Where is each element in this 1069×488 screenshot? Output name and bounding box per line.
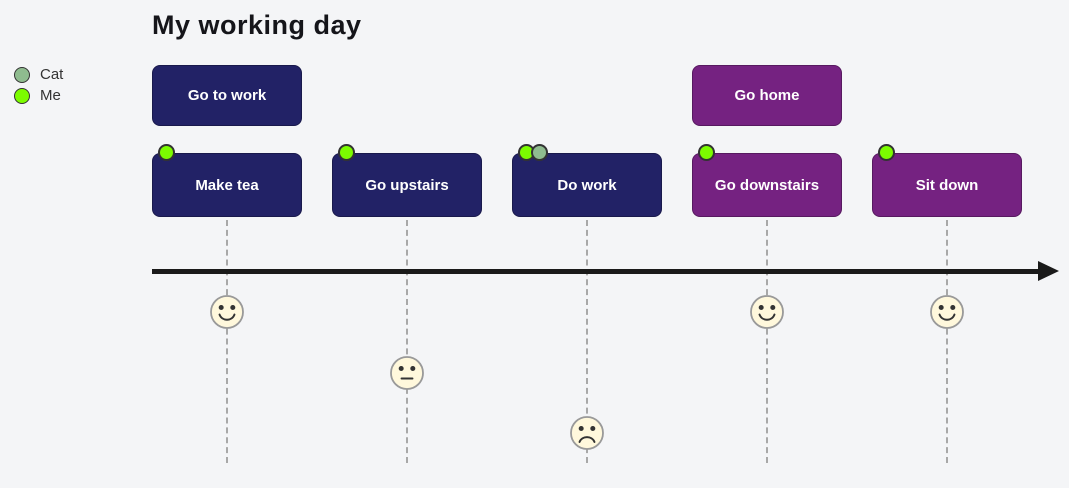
mood-face-happy-icon	[210, 295, 244, 329]
me-actor-dot-icon	[14, 87, 30, 104]
task-label: Make tea	[195, 176, 259, 194]
section-label: Go home	[734, 87, 800, 104]
mood-face-happy-icon	[930, 295, 964, 329]
legend-label: Me	[40, 87, 61, 104]
cat-actor-dot-icon	[14, 66, 30, 83]
task-box-go-downstairs: Go downstairs	[692, 144, 842, 217]
section-label: Go to work	[187, 87, 267, 104]
legend: Cat Me	[14, 64, 63, 106]
section-box-go-home: Go home	[692, 65, 842, 126]
mood-face-sad-icon	[570, 416, 604, 450]
legend-label: Cat	[40, 66, 64, 83]
guide-line	[766, 220, 768, 463]
task-box-sit-down: Sit down	[872, 144, 1022, 217]
guide-line	[226, 220, 228, 463]
section-box-go-to-work: Go to work	[152, 65, 302, 126]
mood-face-happy-icon	[750, 295, 784, 329]
me-actor-dot-icon	[878, 144, 895, 161]
timeline-arrowhead-icon	[1038, 261, 1059, 281]
mood-face-neutral-icon	[390, 356, 424, 390]
task-label: Go upstairs	[365, 176, 449, 194]
guide-line	[586, 220, 588, 463]
task-box-make-tea: Make tea	[152, 144, 302, 217]
guide-line	[406, 220, 408, 463]
legend-item-me: Me	[14, 85, 63, 106]
cat-actor-dot-icon	[531, 144, 548, 161]
legend-item-cat: Cat	[14, 64, 63, 85]
task-box-do-work: Do work	[512, 144, 662, 217]
task-label: Sit down	[915, 176, 979, 194]
me-actor-dot-icon	[158, 144, 175, 161]
guide-line	[946, 220, 948, 463]
me-actor-dot-icon	[698, 144, 715, 161]
task-label: Do work	[557, 176, 617, 194]
me-actor-dot-icon	[338, 144, 355, 161]
task-label: Go downstairs	[714, 176, 820, 194]
diagram-title: My working day	[152, 10, 362, 40]
task-box-go-upstairs: Go upstairs	[332, 144, 482, 217]
timeline-axis	[152, 269, 1040, 274]
